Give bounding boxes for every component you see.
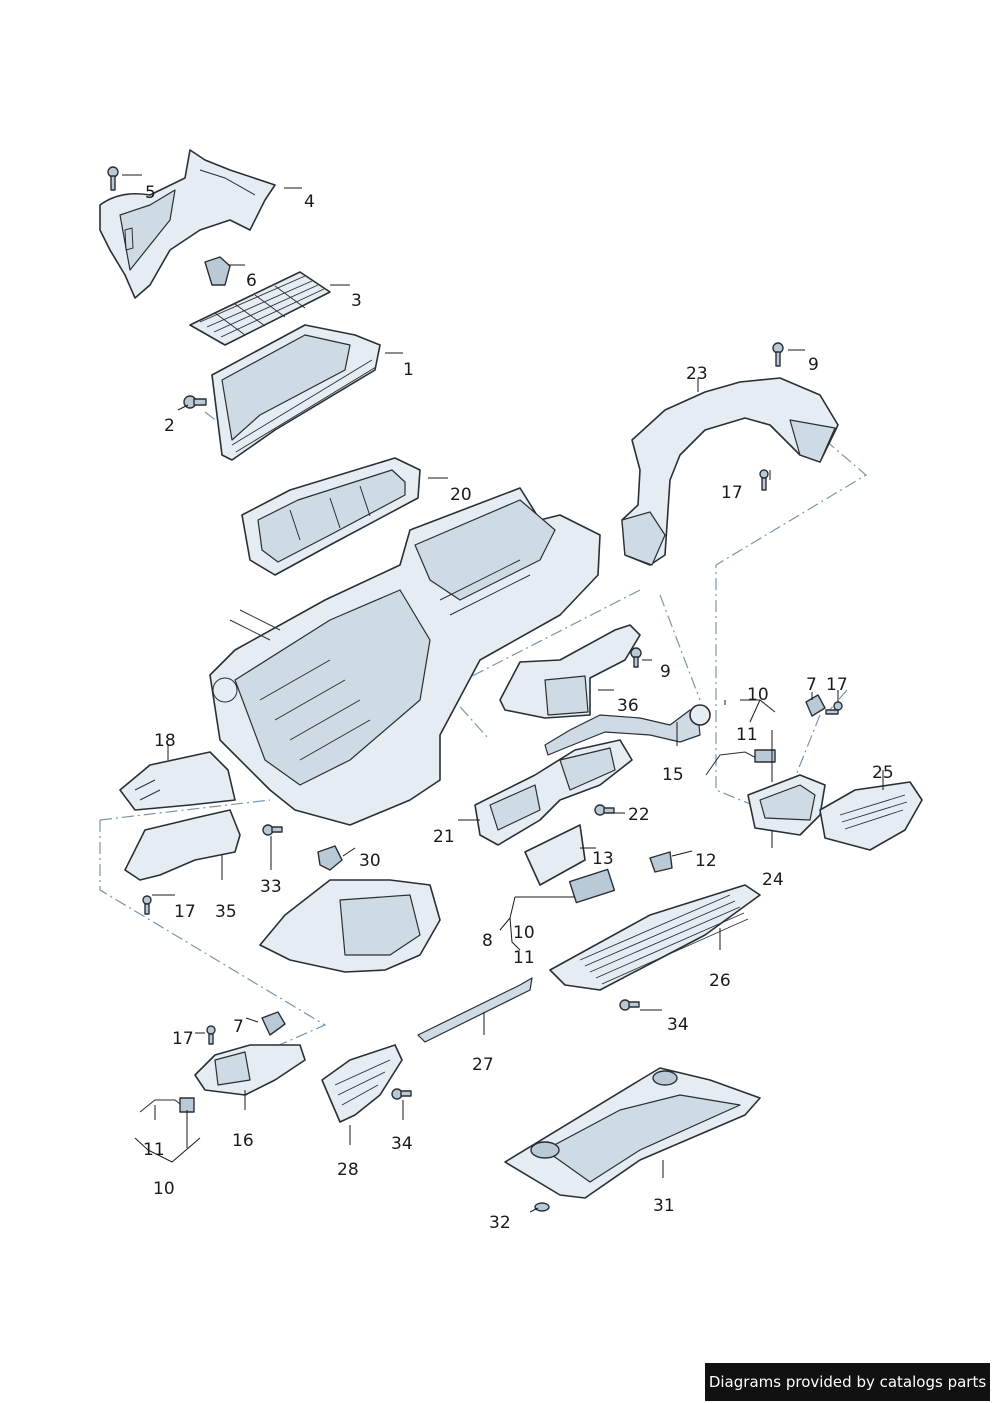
callout-11-middle: 11 [513,948,535,968]
part-7-right [805,694,826,717]
callout-12: 12 [695,851,717,871]
screw-17-left [142,895,152,915]
callout-17-bottom: 17 [172,1029,194,1049]
callout-35: 35 [215,902,237,922]
callout-13: 13 [592,849,614,869]
callout-6: 6 [246,271,257,291]
callout-10-right: 10 [747,685,769,705]
main-hvac-unit [209,487,601,826]
callout-17-left: 17 [174,902,196,922]
part-3-filter [189,271,331,346]
callout-32: 32 [489,1213,511,1233]
callout-11-left: 11 [143,1140,165,1160]
screw-17-upper [759,469,769,491]
screw-17-bottom [206,1025,216,1045]
callout-17-upper: 17 [721,483,743,503]
part-26-vent [549,884,761,991]
part-35-duct [124,809,241,881]
screw-22 [594,804,615,816]
clip-32 [534,1202,550,1212]
part-18-duct [119,751,236,811]
sensor-30 [317,845,343,871]
screw-2 [183,395,207,409]
screw-9-upper [772,342,784,367]
callout-22: 22 [628,805,650,825]
part-20-frame [241,457,421,576]
part-16-vent-housing [194,1044,306,1096]
part-21-outlet-duct [474,739,633,846]
callout-3: 3 [351,291,362,311]
callout-18: 18 [154,731,176,751]
callout-numbers: 5 4 6 3 1 2 20 23 9 17 9 36 10 7 17 11 2… [143,183,894,1233]
credit-banner: Diagrams provided by catalogs parts [705,1363,990,1401]
screw-34-left [391,1088,412,1100]
callout-36: 36 [617,696,639,716]
leader-lines [122,174,884,1213]
part-1-housing [211,324,381,461]
callout-21: 21 [433,827,455,847]
callout-34-right: 34 [667,1015,689,1035]
callout-34-left: 34 [391,1134,413,1154]
callout-17-right: 17 [826,675,848,695]
part-31-floor-panel [504,1067,761,1199]
callout-9-lower: 9 [660,662,671,682]
callout-2: 2 [164,416,175,436]
callout-7-right: 7 [806,675,817,695]
callout-4: 4 [304,192,315,212]
screw-5 [107,166,119,191]
callout-24: 24 [762,870,784,890]
callout-8: 8 [482,931,493,951]
callout-5: 5 [145,183,156,203]
callout-7-left: 7 [233,1017,244,1037]
cable-11-right [705,749,776,776]
callout-10-middle: 10 [513,923,535,943]
callout-9-upper: 9 [808,355,819,375]
part-7-left [261,1011,286,1036]
part-24-vent [747,774,826,836]
callout-25: 25 [872,763,894,783]
cable-11-left [139,1097,195,1113]
part-25-vent [819,781,923,851]
callout-10-left: 10 [153,1179,175,1199]
part-36-duct [499,624,641,719]
callout-23: 23 [686,364,708,384]
part-13-bracket [524,824,616,904]
callout-1: 1 [403,360,414,380]
callout-26: 26 [709,971,731,991]
screw-17-right [825,701,843,715]
part-4-duct [99,149,276,299]
sensor-6 [204,256,231,286]
callout-28: 28 [337,1160,359,1180]
callout-11-right: 11 [736,725,758,745]
part-23-duct [621,377,839,566]
callout-15: 15 [662,765,684,785]
center-lower-duct [259,879,441,973]
part-12-clip [649,851,673,873]
part-28-vent [321,1044,403,1123]
callout-16: 16 [232,1131,254,1151]
callout-31: 31 [653,1196,675,1216]
callout-20: 20 [450,485,472,505]
callout-33: 33 [260,877,282,897]
callout-30: 30 [359,851,381,871]
screw-33 [262,824,283,836]
callout-27: 27 [472,1055,494,1075]
screw-34-right [619,999,640,1011]
screw-9-lower [630,647,642,668]
part-27-strip [417,977,533,1043]
part-15-hose [544,704,711,756]
